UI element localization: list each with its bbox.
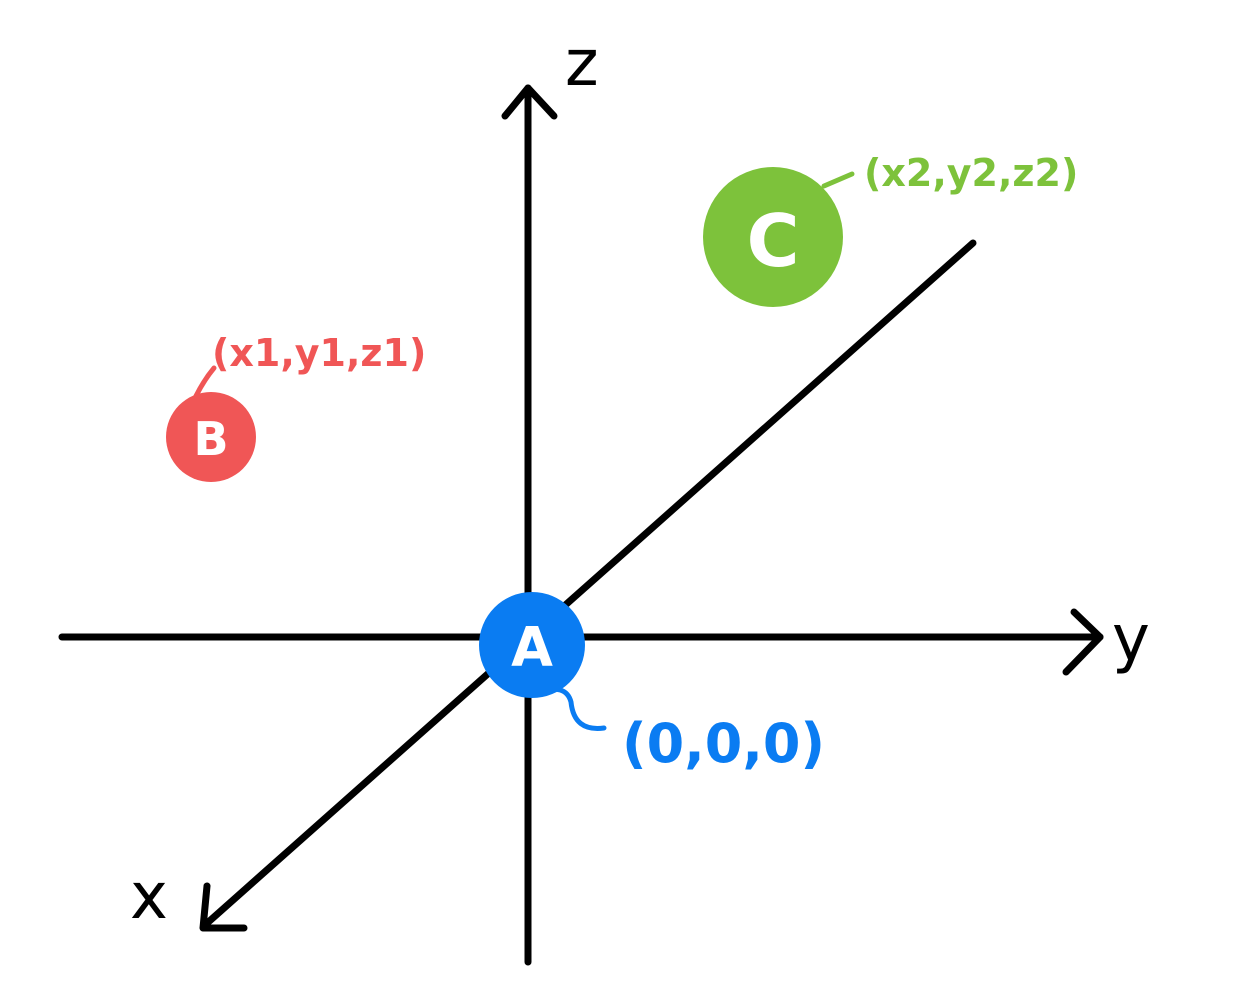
point-b-leader — [193, 365, 217, 399]
point-c-marker — [703, 167, 843, 307]
point-c-coordinates: (x2,y2,z2) — [864, 151, 1078, 195]
point-b-marker — [166, 392, 256, 482]
z-axis-label: z — [565, 27, 599, 101]
point-a-coordinates: (0,0,0) — [622, 712, 825, 775]
z-axis-arrowhead — [501, 84, 558, 120]
point-a-letter: A — [511, 616, 553, 679]
point-b-coordinates: (x1,y1,z1) — [212, 331, 426, 375]
x-axis-line — [201, 239, 977, 929]
y-axis-arrowhead — [1062, 608, 1104, 676]
point-b-letter: B — [193, 412, 228, 466]
x-axis-label: x — [130, 860, 168, 934]
point-c-leader — [821, 171, 855, 189]
y-axis-label: y — [1112, 602, 1150, 676]
x-axis-arrowhead — [199, 882, 248, 932]
point-c-letter: C — [747, 199, 800, 283]
point-a-marker — [479, 592, 585, 698]
